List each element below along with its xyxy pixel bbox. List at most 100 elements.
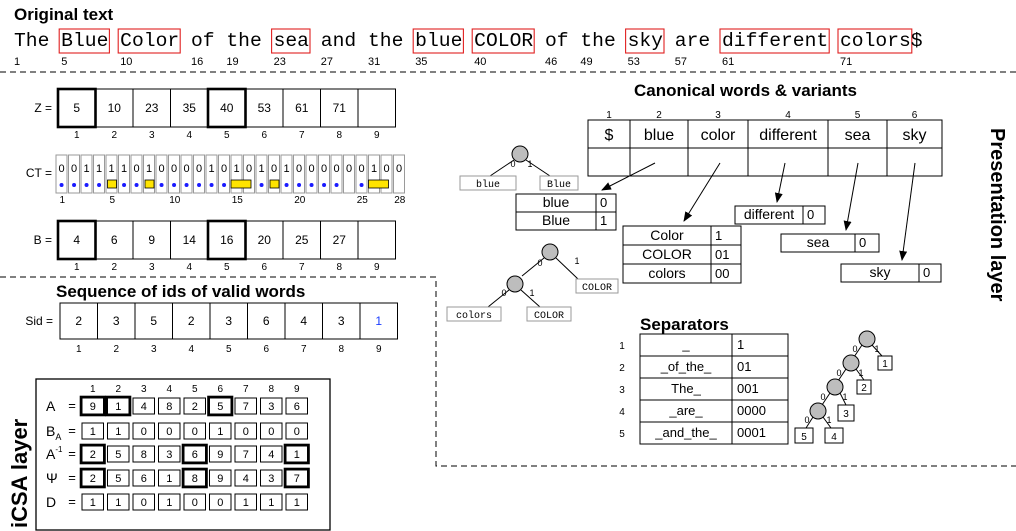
array-index: 8: [336, 262, 342, 273]
icsa-cell: [260, 445, 283, 463]
tree-edge: [521, 257, 545, 277]
array-value: 27: [333, 233, 347, 247]
tree-leaf-label: blue: [476, 179, 500, 191]
icsa-col-index: 1: [90, 384, 96, 395]
icsa-col-index: 7: [243, 384, 249, 395]
ct-cell: [293, 154, 305, 194]
separator-text: _are_: [668, 403, 703, 418]
valid-word: COLOR: [474, 30, 533, 52]
icsa-value: 6: [141, 473, 147, 485]
icsa-value: 1: [217, 426, 223, 438]
icsa-cell: [234, 493, 257, 511]
ct-bit: 1: [233, 163, 239, 175]
icsa-value: 1: [115, 401, 121, 413]
array-value: 16: [220, 233, 234, 247]
tree-leaf: [877, 355, 893, 371]
highlight-cell: [206, 87, 247, 129]
canonical-word-cell: [587, 119, 631, 149]
icsa-highlight: [181, 467, 208, 489]
array-index: 8: [336, 130, 342, 141]
valid-word: blue: [415, 30, 462, 52]
icsa-cell: [260, 397, 283, 415]
icsa-value: 0: [243, 426, 249, 438]
variant-sea-word: sea: [807, 234, 830, 250]
ct-bit: 0: [58, 163, 64, 175]
sid-index: 4: [188, 344, 194, 355]
icsa-cell: [285, 422, 308, 440]
separator-index: 5: [619, 429, 625, 440]
array-cell: [320, 88, 359, 128]
highlight-cell: [56, 87, 97, 129]
ct-marker: [269, 179, 280, 189]
ct-cell: [168, 154, 180, 194]
valid-word: different: [722, 30, 828, 52]
canonical-word: different: [759, 127, 817, 144]
tree-leaf-label: Blue: [547, 179, 571, 191]
canonical-word-cell: [687, 119, 749, 149]
variant-color-code: 01: [715, 247, 729, 262]
ct-cell: [355, 154, 368, 194]
array-value: 6: [111, 233, 118, 247]
ct-bit: 0: [183, 163, 189, 175]
canonical-variant-cell: [687, 147, 749, 177]
icsa-cell: [234, 469, 257, 487]
array-cell: [170, 220, 209, 260]
icsa-cell: [158, 445, 181, 463]
text-position-label: 19: [226, 56, 238, 68]
separators-title: Separators: [640, 315, 729, 334]
canonical-word: color: [701, 127, 736, 144]
array-index: 1: [74, 130, 80, 141]
icsa-cell: [132, 445, 155, 463]
ct-dot: [134, 183, 139, 187]
sid-cell: [97, 302, 136, 340]
array-label: Z =: [34, 101, 52, 115]
layer-divider-line: [0, 276, 1016, 467]
icsa-highlight: [283, 443, 310, 465]
tree-edge-label: 1: [574, 256, 579, 266]
valid-word-box: [117, 28, 181, 54]
text-position-label: 35: [415, 56, 427, 68]
icsa-cell: [234, 422, 257, 440]
icsa-col-index: 6: [217, 384, 223, 395]
ct-dot: [259, 183, 264, 187]
array-index: 1: [74, 262, 80, 273]
ct-cell: [118, 154, 130, 194]
icsa-value: 1: [243, 497, 249, 509]
ct-cell: [393, 154, 405, 194]
tree-edge: [487, 289, 510, 308]
separator-text: $: [911, 30, 923, 52]
icsa-cell: [158, 493, 181, 511]
arrow-sky: [899, 162, 916, 261]
sid-value: 3: [113, 314, 120, 328]
separator-text: _of_the_: [660, 359, 712, 374]
tree-edge: [555, 257, 579, 280]
variant-blue-word: blue: [543, 194, 570, 210]
icsa-highlight: [79, 467, 106, 489]
separator-code: 01: [737, 359, 751, 374]
icsa-cell: [132, 397, 155, 415]
arrow-color: [683, 162, 721, 222]
ct-marker: [230, 179, 252, 189]
ct-cell: [155, 154, 168, 194]
text-position-label: 27: [321, 56, 333, 68]
ct-bit: 0: [333, 163, 339, 175]
tree-leaf: [794, 427, 814, 444]
ct-marker: [368, 179, 389, 189]
tree-node: [858, 330, 876, 348]
variant-sky-word: sky: [870, 264, 891, 280]
icsa-value: 2: [90, 473, 96, 485]
ct-cell: [330, 154, 343, 194]
icsa-value: 1: [166, 497, 172, 509]
icsa-value: 1: [90, 497, 96, 509]
icsa-value: 2: [90, 449, 96, 461]
ct-bit: 1: [146, 163, 152, 175]
sid-value: 6: [263, 314, 270, 328]
tree-node: [826, 378, 844, 396]
ct-dot: [284, 183, 289, 187]
ct-bit: 1: [108, 163, 114, 175]
ct-dot: [159, 183, 164, 187]
